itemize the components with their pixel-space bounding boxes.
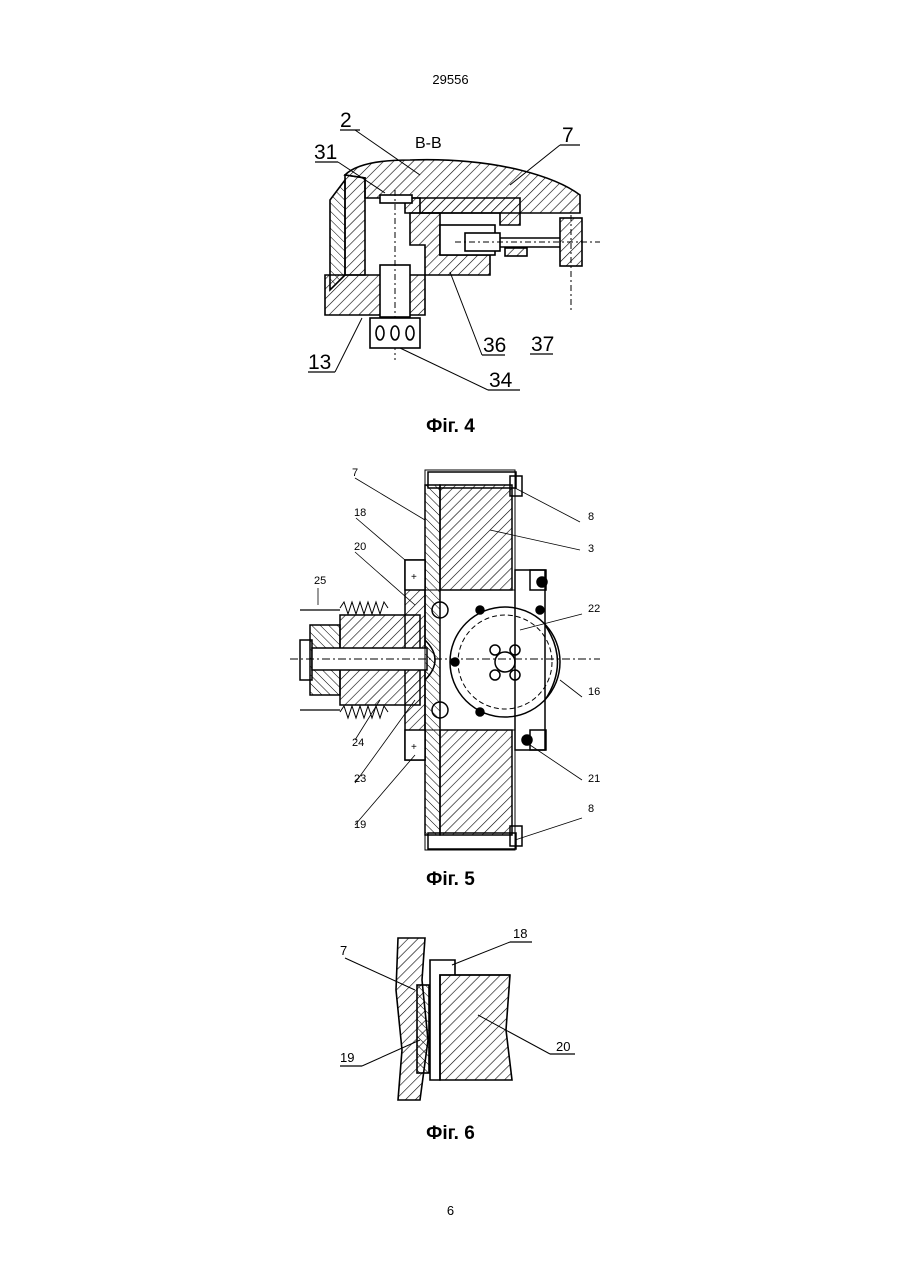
fig5-label-25: 25 [314,575,326,587]
fig5-label-8-top: 8 [588,511,594,523]
figure-5-caption: Фіг. 5 [0,869,901,891]
fig5-label-3: 3 [588,543,594,555]
svg-text:+: + [411,742,417,753]
fig4-section-label: В-В [415,135,442,152]
svg-text:+: + [411,572,417,583]
fig4-label-2: 2 [340,109,352,132]
figure-6-drawing [340,938,575,1100]
fig4-label-36: 36 [483,334,506,357]
figure-4-caption: Фіг. 4 [0,416,901,438]
fig4-label-13: 13 [308,351,331,374]
fig4-label-7: 7 [562,124,574,147]
fig5-label-16: 16 [588,686,600,698]
page-number: 6 [0,1203,901,1218]
fig6-label-7: 7 [340,943,347,958]
fig5-label-23: 23 [354,773,366,785]
fig5-label-20: 20 [354,541,366,553]
fig4-label-31: 31 [314,141,337,164]
fig6-label-18: 18 [513,926,527,941]
figure-5-drawing: + + [290,470,600,850]
fig5-label-7: 7 [352,467,358,479]
fig5-label-24: 24 [352,737,364,749]
fig5-label-22: 22 [588,603,600,615]
fig5-label-19: 19 [354,819,366,831]
fig4-label-34: 34 [489,369,513,392]
fig5-label-21: 21 [588,773,600,785]
fig6-label-20: 20 [556,1039,570,1054]
fig5-label-8-bottom: 8 [588,803,594,815]
fig6-label-19: 19 [340,1050,354,1065]
fig5-label-18: 18 [354,507,366,519]
figure-4-drawing [308,130,600,390]
fig4-label-37: 37 [531,333,554,356]
figure-6-caption: Фіг. 6 [0,1123,901,1145]
